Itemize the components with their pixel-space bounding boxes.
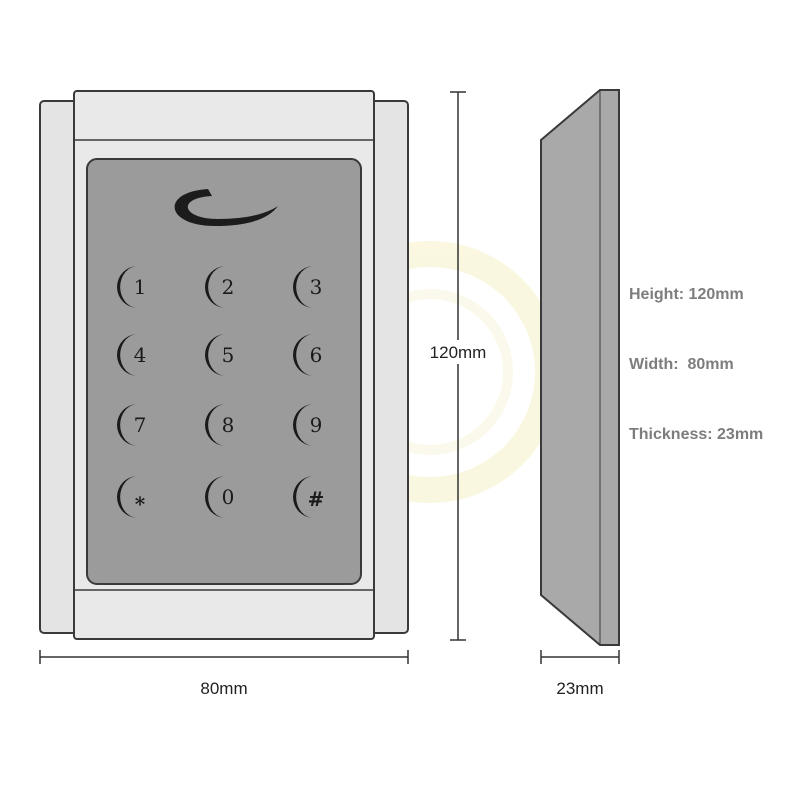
key-9[interactable]: 9 [293,404,322,446]
key-crescent-icon [117,266,138,308]
key-crescent-icon [117,404,138,446]
width-dimension-line [39,650,409,664]
key-crescent-icon [293,334,314,376]
key-crescent-icon [293,404,314,446]
key-1[interactable]: 1 [117,266,146,308]
key-label: # [308,487,325,511]
key-2[interactable]: 2 [205,266,234,308]
key-label: 3 [310,275,323,299]
key-crescent-icon [117,476,138,518]
device-front-view [39,90,409,640]
key-label: 1 [134,275,147,299]
key-label: 9 [310,413,323,437]
key-label: 8 [222,413,235,437]
key-hash[interactable]: # [293,476,324,518]
device-side-view [540,89,620,646]
height-dimension-line [450,91,466,641]
side-profile [540,89,620,646]
spec-height: Height: 120mm [629,286,744,303]
key-label: * [135,492,146,516]
key-label: 4 [134,343,147,367]
key-crescent-icon [293,476,314,518]
brand-logo-icon [174,189,278,226]
key-crescent-icon [205,404,226,446]
key-4[interactable]: 4 [117,334,146,376]
key-0[interactable]: 0 [205,476,234,518]
key-label: 7 [134,413,147,437]
key-label: 5 [222,343,235,367]
keypad-panel [86,158,362,585]
key-8[interactable]: 8 [205,404,234,446]
key-crescent-icon [117,334,138,376]
key-3[interactable]: 3 [293,266,322,308]
thickness-dimension-label: 23mm [556,679,603,698]
keypad-keys: 1 2 3 4 5 6 7 8 9 * 0 # [117,266,324,518]
key-7[interactable]: 7 [117,404,146,446]
spec-thickness: Thickness: 23mm [629,426,764,443]
key-5[interactable]: 5 [205,334,234,376]
key-label: 0 [222,485,235,509]
key-crescent-icon [205,334,226,376]
key-crescent-icon [205,266,226,308]
key-6[interactable]: 6 [293,334,322,376]
key-crescent-icon [205,476,226,518]
key-label: 6 [310,343,323,367]
key-star[interactable]: * [117,476,146,518]
width-dimension-label: 80mm [200,679,247,698]
spec-width: Width: 80mm [629,356,734,373]
thickness-dimension-line [540,650,620,664]
key-crescent-icon [293,266,314,308]
height-dimension-label: 120mm [430,343,487,362]
key-label: 2 [222,275,235,299]
